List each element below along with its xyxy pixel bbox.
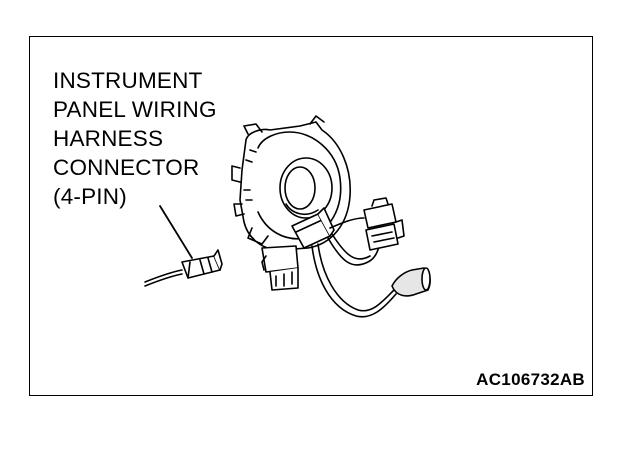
- figure-code: AC106732AB: [476, 370, 585, 389]
- leader-line: [159, 205, 193, 259]
- figure-frame: [29, 36, 593, 396]
- label-line-2: PANEL WIRING: [53, 97, 217, 122]
- clock-spring-lower-connector: [261, 245, 299, 291]
- connector-callout-label: INSTRUMENT PANEL WIRING HARNESS CONNECTO…: [53, 66, 217, 211]
- clock-spring-right-connectors: [363, 197, 405, 251]
- horn-wire-connector: [391, 267, 431, 297]
- label-line-4: CONNECTOR: [53, 155, 200, 180]
- instrument-panel-harness-connector: [144, 249, 223, 287]
- label-line-1: INSTRUMENT: [53, 68, 203, 93]
- label-line-3: HARNESS: [53, 126, 164, 151]
- clock-spring-upper-connector: [291, 207, 335, 249]
- label-line-5: (4-PIN): [53, 184, 127, 209]
- clock-spring-wires: [311, 217, 397, 318]
- clock-spring-center-hole: [279, 157, 333, 219]
